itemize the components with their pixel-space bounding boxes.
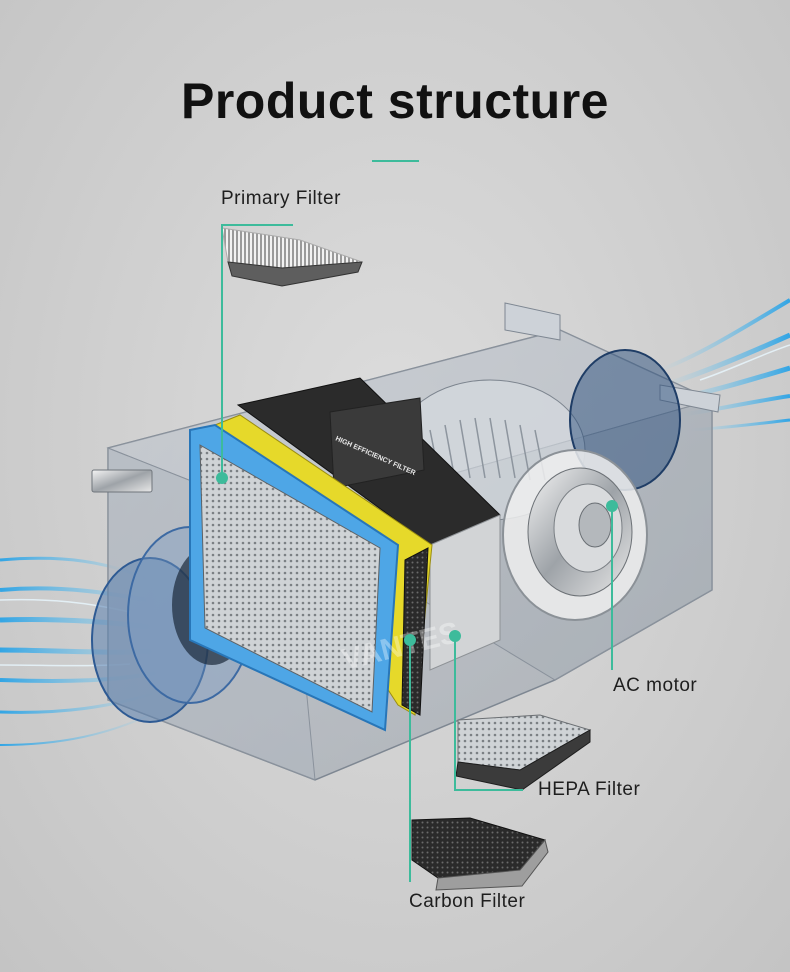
leader-line-primary-filter [221, 224, 293, 478]
anchor-dot-hepa-filter [449, 630, 461, 642]
callout-hepa-filter: HEPA Filter [538, 779, 641, 800]
page-title: Product structure [180, 73, 609, 129]
callout-carbon-filter: Carbon Filter [409, 891, 526, 912]
ac-motor [502, 449, 648, 621]
anchor-dot-primary-filter [216, 472, 228, 484]
primary-filter-illustration [221, 227, 363, 287]
mounting-bracket-left [91, 469, 153, 493]
anchor-dot-ac-motor [606, 500, 618, 512]
carbon-filter-illustration [411, 817, 549, 891]
leader-line-hepa-filter [454, 636, 523, 791]
callout-primary-filter: Primary Filter [221, 188, 341, 209]
callout-leader-lines [221, 224, 613, 882]
title-accent-divider [372, 160, 419, 162]
callout-anchor-dots [216, 472, 618, 646]
callout-ac-motor: AC motor [613, 675, 698, 696]
anchor-dot-carbon-filter [404, 634, 416, 646]
filter-stack: HIGH EFFICIENCY FILTER VANTES [189, 377, 501, 732]
